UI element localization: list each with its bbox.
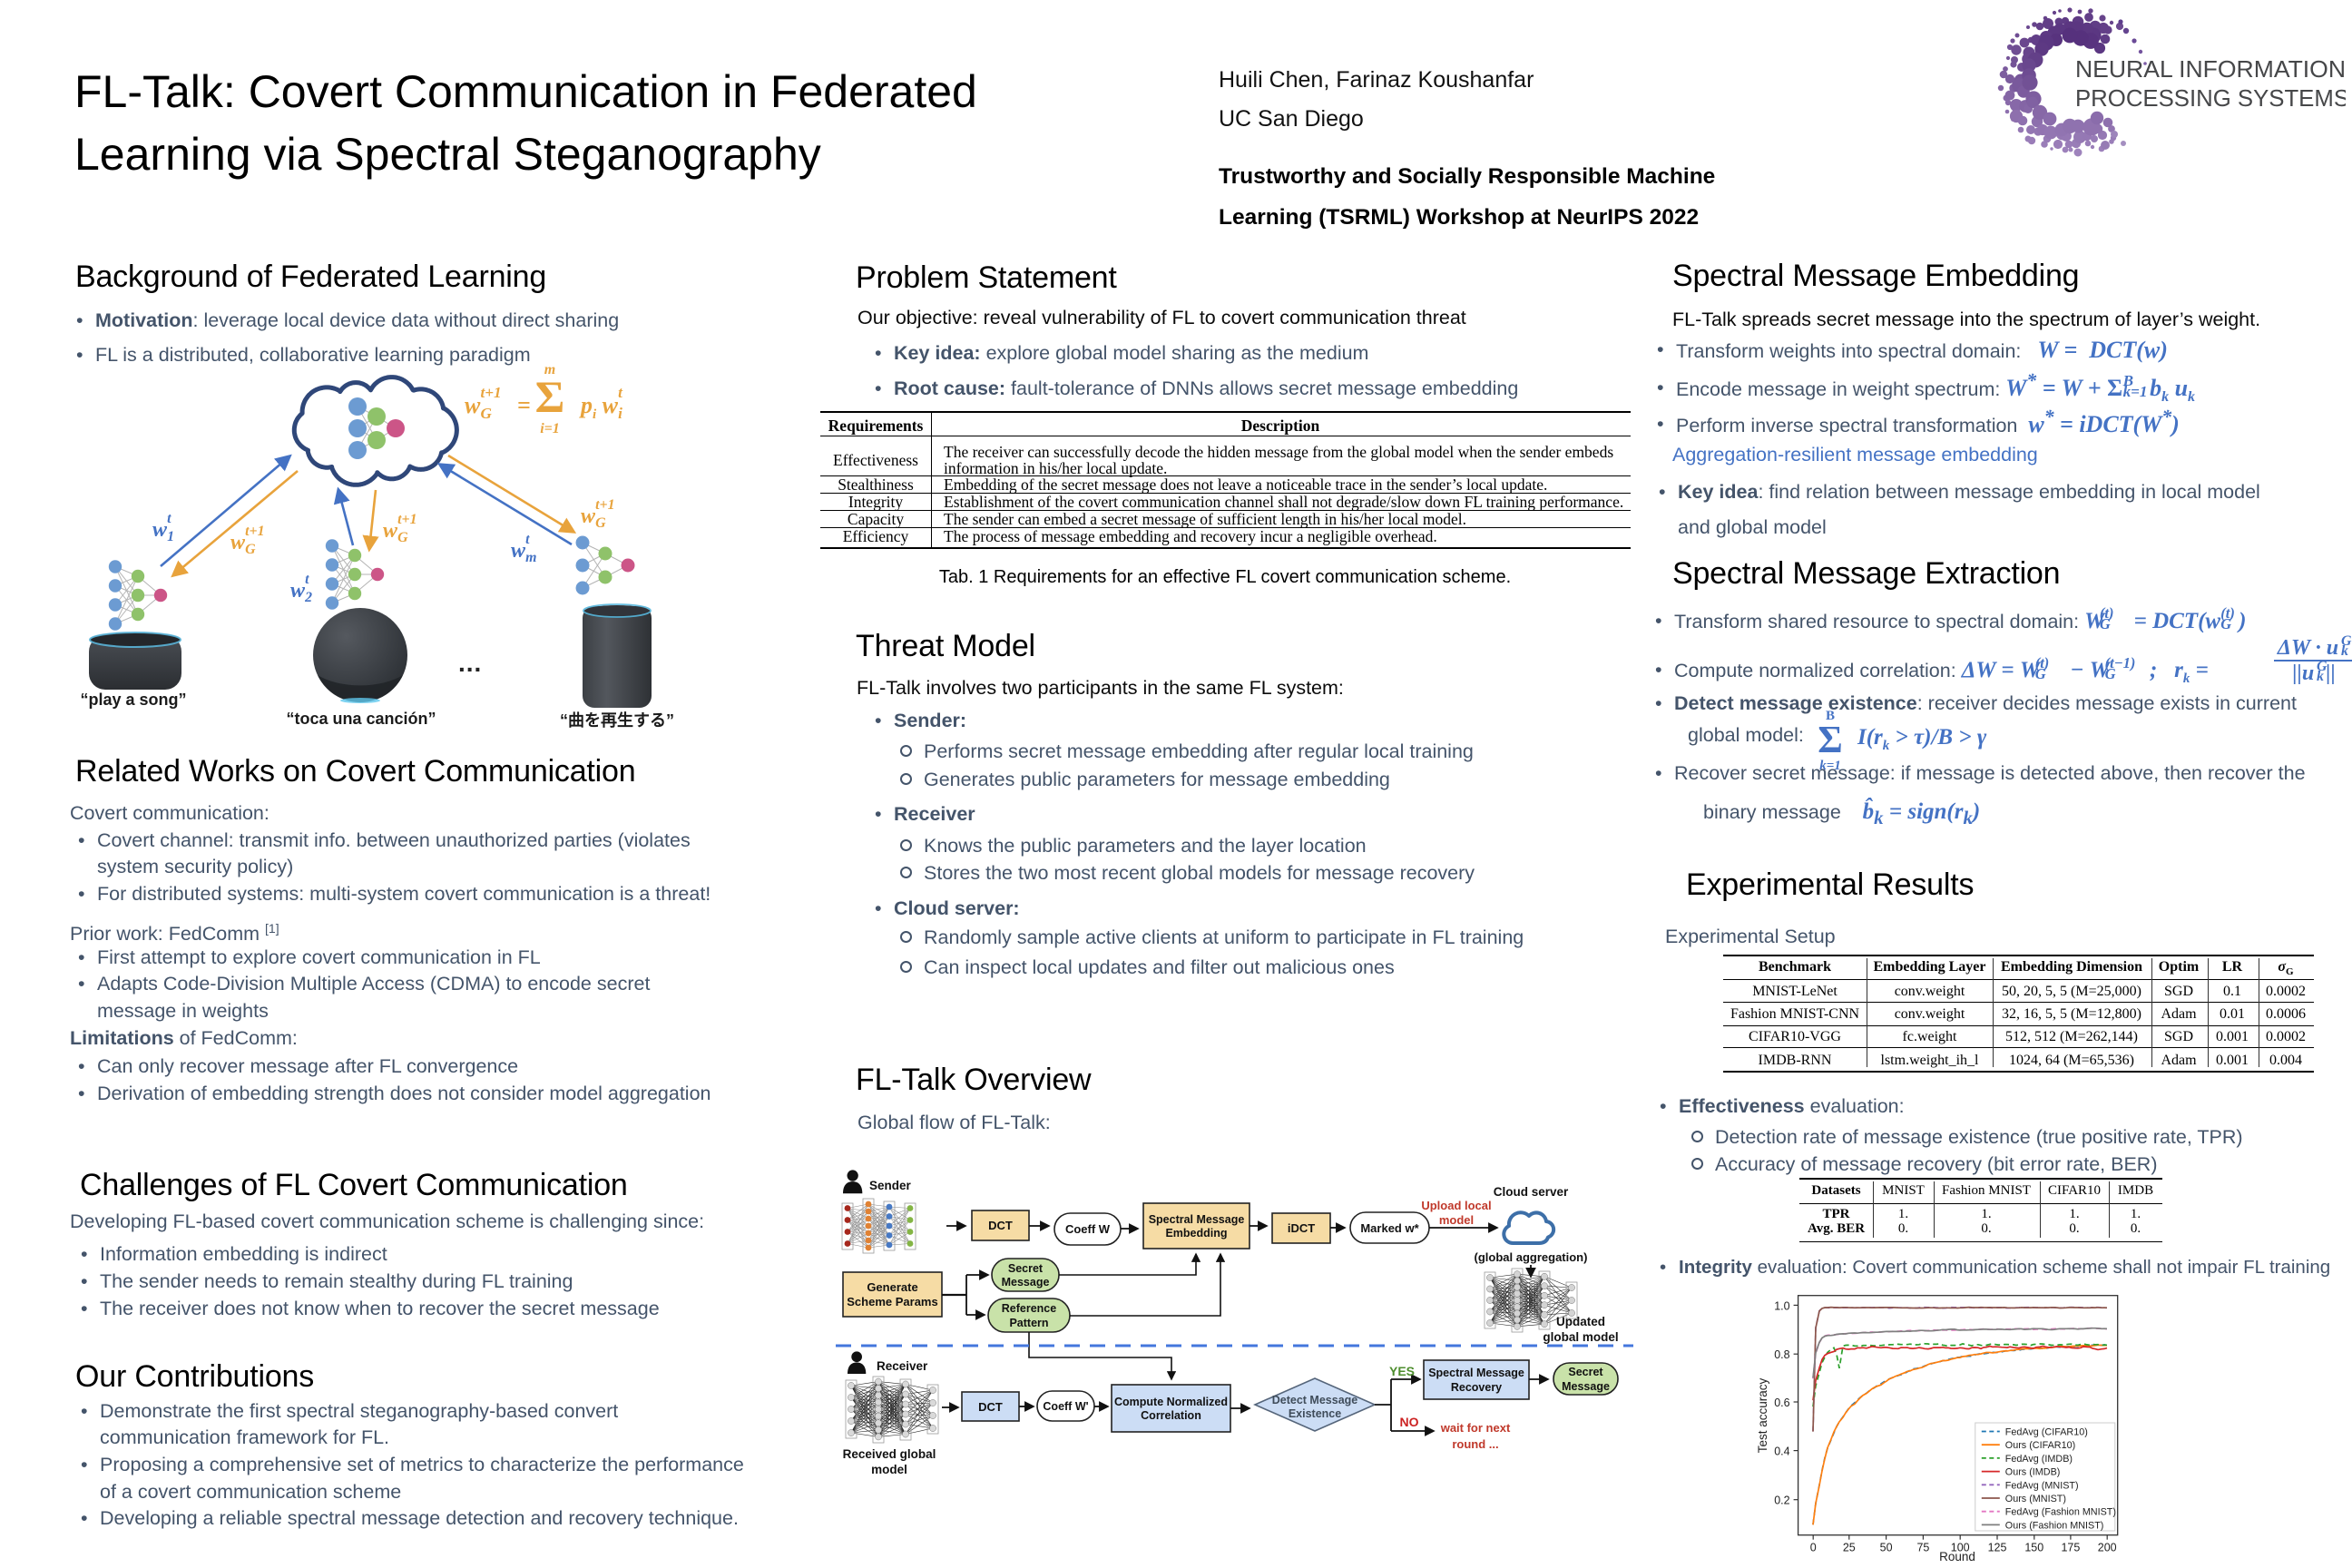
svg-text:Message: Message xyxy=(1562,1380,1610,1393)
svg-text:Marked w*: Marked w* xyxy=(1360,1221,1419,1235)
svg-text:Generate: Generate xyxy=(867,1280,917,1294)
svg-text:round ...: round ... xyxy=(1452,1437,1498,1451)
svg-text:Cloud server: Cloud server xyxy=(1494,1185,1569,1199)
svg-text:YES: YES xyxy=(1389,1364,1415,1378)
svg-text:Ours (IMDB): Ours (IMDB) xyxy=(2005,1467,2061,1478)
svg-text:Scheme Params: Scheme Params xyxy=(847,1295,937,1308)
svg-text:Round: Round xyxy=(1939,1550,1975,1563)
svg-text:FedAvg (Fashion MNIST): FedAvg (Fashion MNIST) xyxy=(2005,1507,2116,1518)
svg-text:Spectral Message: Spectral Message xyxy=(1428,1367,1524,1379)
svg-text:175: 175 xyxy=(2061,1542,2080,1554)
svg-text:model: model xyxy=(871,1463,907,1476)
svg-text:Pattern: Pattern xyxy=(1009,1317,1048,1329)
svg-text:Recovery: Recovery xyxy=(1451,1381,1502,1394)
svg-text:Coeff W': Coeff W' xyxy=(1043,1400,1088,1413)
svg-text:Spectral Message: Spectral Message xyxy=(1149,1213,1245,1226)
svg-text:0: 0 xyxy=(1810,1542,1817,1554)
svg-text:0.2: 0.2 xyxy=(1774,1494,1789,1507)
svg-text:75: 75 xyxy=(1916,1542,1929,1554)
svg-text:0.6: 0.6 xyxy=(1774,1396,1789,1409)
svg-text:NO: NO xyxy=(1400,1415,1419,1429)
svg-text:125: 125 xyxy=(1988,1542,2007,1554)
svg-text:150: 150 xyxy=(2024,1542,2043,1554)
svg-text:Ours (CIFAR10): Ours (CIFAR10) xyxy=(2005,1440,2075,1451)
svg-text:Coeff W: Coeff W xyxy=(1065,1222,1111,1236)
svg-text:PROCESSING SYSTEMS: PROCESSING SYSTEMS xyxy=(2075,86,2346,112)
svg-text:FedAvg (MNIST): FedAvg (MNIST) xyxy=(2005,1480,2079,1491)
svg-text:0.4: 0.4 xyxy=(1774,1446,1789,1458)
svg-text:NEURAL INFORMATION: NEURAL INFORMATION xyxy=(2075,57,2346,83)
svg-text:iDCT: iDCT xyxy=(1288,1221,1315,1235)
svg-text:200: 200 xyxy=(2098,1542,2117,1554)
svg-text:Secret: Secret xyxy=(1568,1366,1603,1378)
svg-text:Existence: Existence xyxy=(1289,1407,1341,1420)
svg-text:“play a song”: “play a song” xyxy=(80,691,186,709)
svg-text:model: model xyxy=(1439,1213,1474,1227)
svg-text:Embedding: Embedding xyxy=(1165,1227,1227,1240)
svg-text:(global aggregation): (global aggregation) xyxy=(1475,1250,1588,1264)
svg-text:Correlation: Correlation xyxy=(1141,1409,1201,1422)
svg-text:DCT: DCT xyxy=(978,1400,1003,1414)
svg-text:Upload local: Upload local xyxy=(1421,1199,1491,1212)
svg-text:50: 50 xyxy=(1880,1542,1893,1554)
svg-text:Compute Normalized: Compute Normalized xyxy=(1114,1396,1228,1408)
svg-text:0.8: 0.8 xyxy=(1774,1348,1789,1361)
svg-text:wait for next: wait for next xyxy=(1440,1421,1511,1435)
svg-text:Message: Message xyxy=(1002,1276,1050,1289)
svg-text:25: 25 xyxy=(1843,1542,1856,1554)
svg-text:Receiver: Receiver xyxy=(877,1359,928,1373)
svg-text:1.0: 1.0 xyxy=(1774,1299,1789,1312)
svg-text:Updated: Updated xyxy=(1556,1315,1605,1328)
svg-text:...: ... xyxy=(458,649,482,677)
svg-text:FedAvg (CIFAR10): FedAvg (CIFAR10) xyxy=(2005,1427,2088,1438)
svg-text:Received global: Received global xyxy=(843,1447,936,1461)
svg-text:FedAvg (IMDB): FedAvg (IMDB) xyxy=(2005,1454,2073,1465)
svg-text:Test accuracy: Test accuracy xyxy=(1756,1377,1769,1453)
svg-text:100: 100 xyxy=(1951,1542,1970,1554)
svg-text:Detect Message: Detect Message xyxy=(1272,1394,1358,1406)
svg-text:global model: global model xyxy=(1543,1330,1618,1344)
svg-text:DCT: DCT xyxy=(988,1219,1013,1232)
svg-text:Reference: Reference xyxy=(1002,1302,1056,1315)
svg-text:Ours (Fashion MNIST): Ours (Fashion MNIST) xyxy=(2005,1520,2104,1531)
svg-text:Secret: Secret xyxy=(1008,1262,1044,1275)
svg-text:Ours (MNIST): Ours (MNIST) xyxy=(2005,1494,2066,1504)
svg-text:“曲を再生する”: “曲を再生する” xyxy=(560,710,674,730)
svg-text:“toca una canción”: “toca una canción” xyxy=(286,710,436,728)
svg-text:Sender: Sender xyxy=(869,1179,912,1192)
